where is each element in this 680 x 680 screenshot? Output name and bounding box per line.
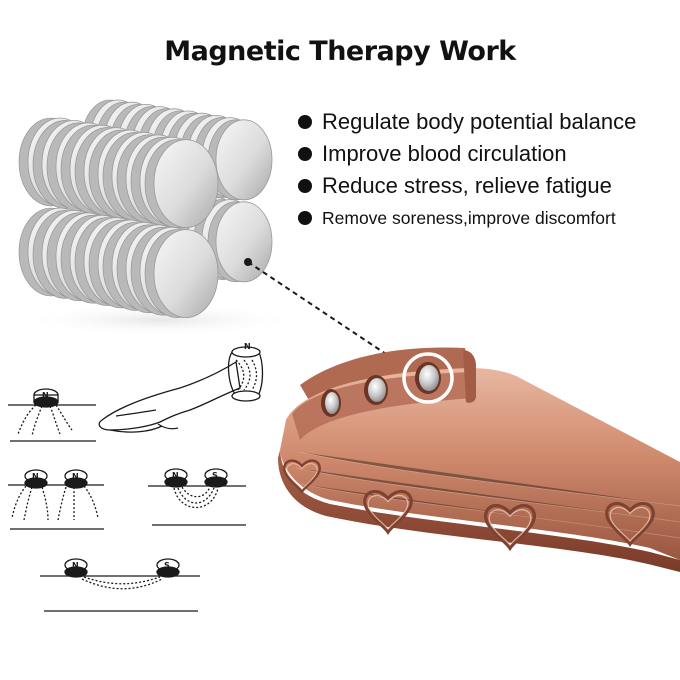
magnet-disc <box>207 119 273 201</box>
magnet-field-diagram <box>8 346 264 612</box>
benefit-text: Regulate body potential balance <box>322 109 637 134</box>
benefit-list: Regulate body potential balance Improve … <box>298 106 636 234</box>
pole-label-n: N <box>244 342 251 351</box>
magnet-disc <box>144 139 219 229</box>
pole-label-n: N <box>72 472 79 481</box>
benefit-item: Improve blood circulation <box>298 138 636 170</box>
pointer-line <box>244 258 405 367</box>
pole-label-n: N <box>172 471 179 480</box>
pole-label-s: S <box>164 561 170 570</box>
page-title: Magnetic Therapy Work <box>164 36 516 67</box>
pole-label-n: N <box>42 391 49 400</box>
benefit-item: Remove soreness,improve discomfort <box>298 202 636 234</box>
benefit-item: Reduce stress, relieve fatigue <box>298 170 636 202</box>
bullet-icon <box>298 115 312 129</box>
bullet-icon <box>298 179 312 193</box>
pole-label-n: N <box>32 472 39 481</box>
bullet-icon <box>298 211 312 225</box>
benefit-text: Remove soreness,improve discomfort <box>322 208 616 228</box>
benefit-text: Improve blood circulation <box>322 141 567 166</box>
magnet-stack-image <box>18 99 300 336</box>
bullet-icon <box>298 147 312 161</box>
magnet-disc <box>144 229 219 319</box>
copper-bracelet-image <box>278 347 680 572</box>
benefit-text: Reduce stress, relieve fatigue <box>322 173 612 198</box>
pole-label-s: S <box>212 471 218 480</box>
pole-label-n: N <box>72 561 79 570</box>
benefit-item: Regulate body potential balance <box>298 106 636 138</box>
